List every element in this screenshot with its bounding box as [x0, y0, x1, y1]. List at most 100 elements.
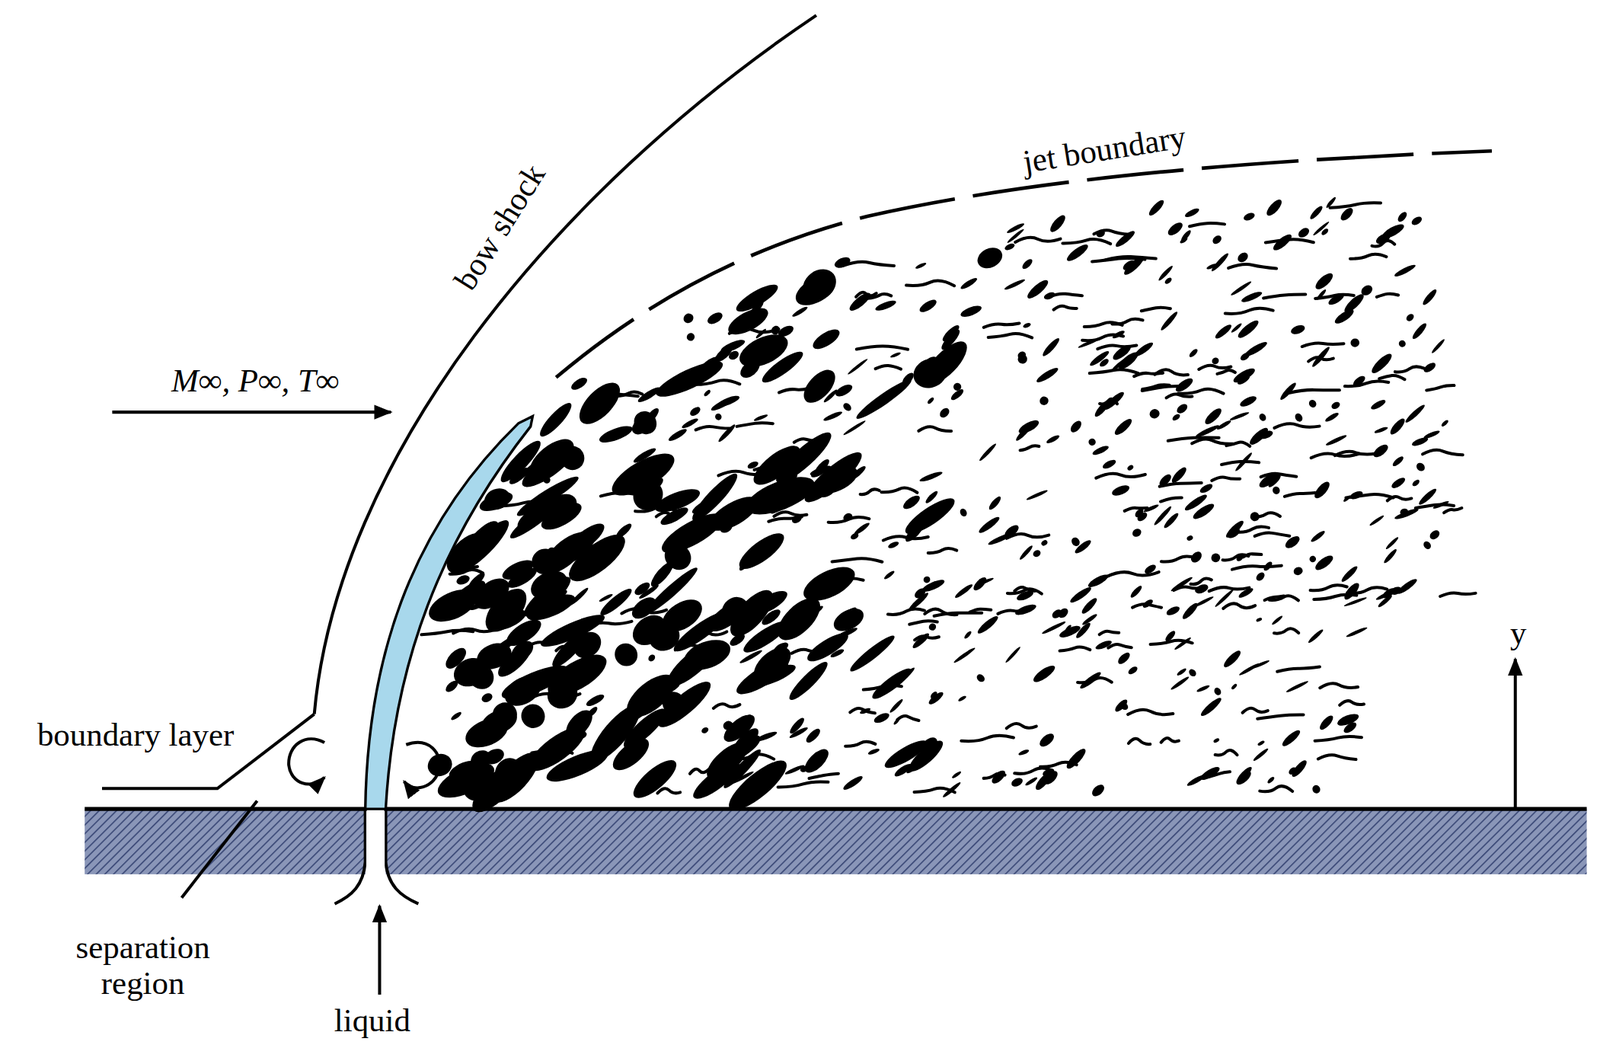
droplet [722, 753, 794, 818]
droplet [1312, 552, 1335, 573]
droplet [846, 632, 898, 676]
droplet [1368, 514, 1385, 527]
droplet-streak [1053, 306, 1077, 310]
droplet [526, 565, 572, 605]
droplet-streak [1257, 714, 1303, 719]
droplet [917, 297, 939, 314]
droplet [584, 692, 607, 709]
droplet [724, 302, 773, 340]
droplet [949, 387, 966, 403]
boundary-layer-label: boundary layer [37, 716, 234, 753]
droplet [569, 375, 590, 393]
droplet [1380, 586, 1396, 601]
droplet [1068, 418, 1083, 435]
droplet-streak [906, 280, 955, 286]
droplet [1309, 529, 1326, 543]
droplet [719, 709, 760, 747]
droplet-streak [1372, 240, 1396, 247]
droplet [834, 625, 859, 640]
droplet [1421, 539, 1433, 551]
droplet [542, 744, 612, 789]
droplet [1369, 351, 1395, 376]
droplet [1411, 435, 1430, 448]
droplet [1020, 257, 1035, 271]
droplet [1056, 606, 1070, 620]
droplet [713, 411, 723, 422]
droplet-field [421, 195, 1476, 819]
droplet-streak [1379, 375, 1405, 380]
droplet [1133, 340, 1156, 359]
droplet [1133, 507, 1146, 519]
droplet-streak [1191, 578, 1212, 585]
droplet [829, 647, 845, 659]
droplet-streak [1440, 592, 1476, 597]
droplet [1391, 454, 1406, 468]
droplet [963, 629, 973, 640]
droplet [1089, 782, 1107, 799]
droplet [1307, 398, 1318, 409]
droplet-streak [657, 788, 681, 793]
droplet [791, 305, 809, 319]
droplet [1130, 526, 1143, 539]
droplet [900, 370, 916, 387]
droplet [1296, 226, 1312, 240]
droplet-streak [1225, 308, 1274, 314]
droplet [729, 740, 748, 755]
droplet [1175, 667, 1188, 677]
droplet-streak [881, 488, 917, 493]
droplet [1242, 210, 1256, 222]
droplet [971, 574, 989, 593]
droplet [1018, 748, 1031, 757]
wall-hatch [385, 808, 1587, 875]
droplet [455, 573, 472, 587]
droplet [1384, 536, 1399, 551]
droplet [745, 713, 756, 725]
droplet [1312, 479, 1332, 502]
droplet-streak [887, 608, 925, 615]
droplet [1382, 547, 1398, 565]
droplet [1341, 581, 1362, 603]
droplet-streak [1111, 319, 1143, 325]
droplet [1065, 747, 1086, 767]
droplet [1349, 337, 1361, 349]
liquid-label: liquid [334, 1002, 411, 1038]
axis-label: y [1510, 614, 1527, 651]
droplet [1306, 628, 1325, 645]
droplet [450, 514, 515, 579]
droplet [1216, 418, 1233, 432]
droplet [1005, 221, 1026, 235]
droplet [1037, 731, 1057, 750]
droplet-streak [1020, 445, 1040, 451]
droplet-streak [1347, 587, 1387, 594]
droplet [900, 492, 922, 511]
droplet [1427, 528, 1441, 542]
droplet [952, 646, 976, 665]
droplet-streak [1128, 738, 1150, 745]
droplet-streak [1274, 628, 1299, 633]
wall-line [385, 806, 1587, 811]
droplet [926, 689, 945, 706]
droplet [703, 594, 753, 637]
droplet-streak [983, 773, 1006, 779]
droplet [1308, 554, 1318, 564]
droplet [1146, 198, 1166, 218]
droplet-streak [1160, 497, 1182, 502]
droplet-streak [1161, 555, 1196, 562]
droplet-streak [856, 346, 908, 350]
droplet [597, 585, 635, 620]
droplet [938, 327, 962, 353]
droplet-streak [713, 703, 741, 709]
droplet-streak [983, 322, 1020, 327]
droplet [1152, 504, 1173, 527]
droplet [1187, 667, 1198, 678]
droplet [938, 405, 952, 419]
droplet [746, 459, 760, 470]
droplet-streak [1095, 473, 1146, 479]
droplet [1289, 323, 1307, 337]
droplet [1163, 276, 1173, 285]
droplet [667, 427, 688, 444]
droplet [1271, 614, 1284, 626]
droplet [841, 401, 853, 412]
